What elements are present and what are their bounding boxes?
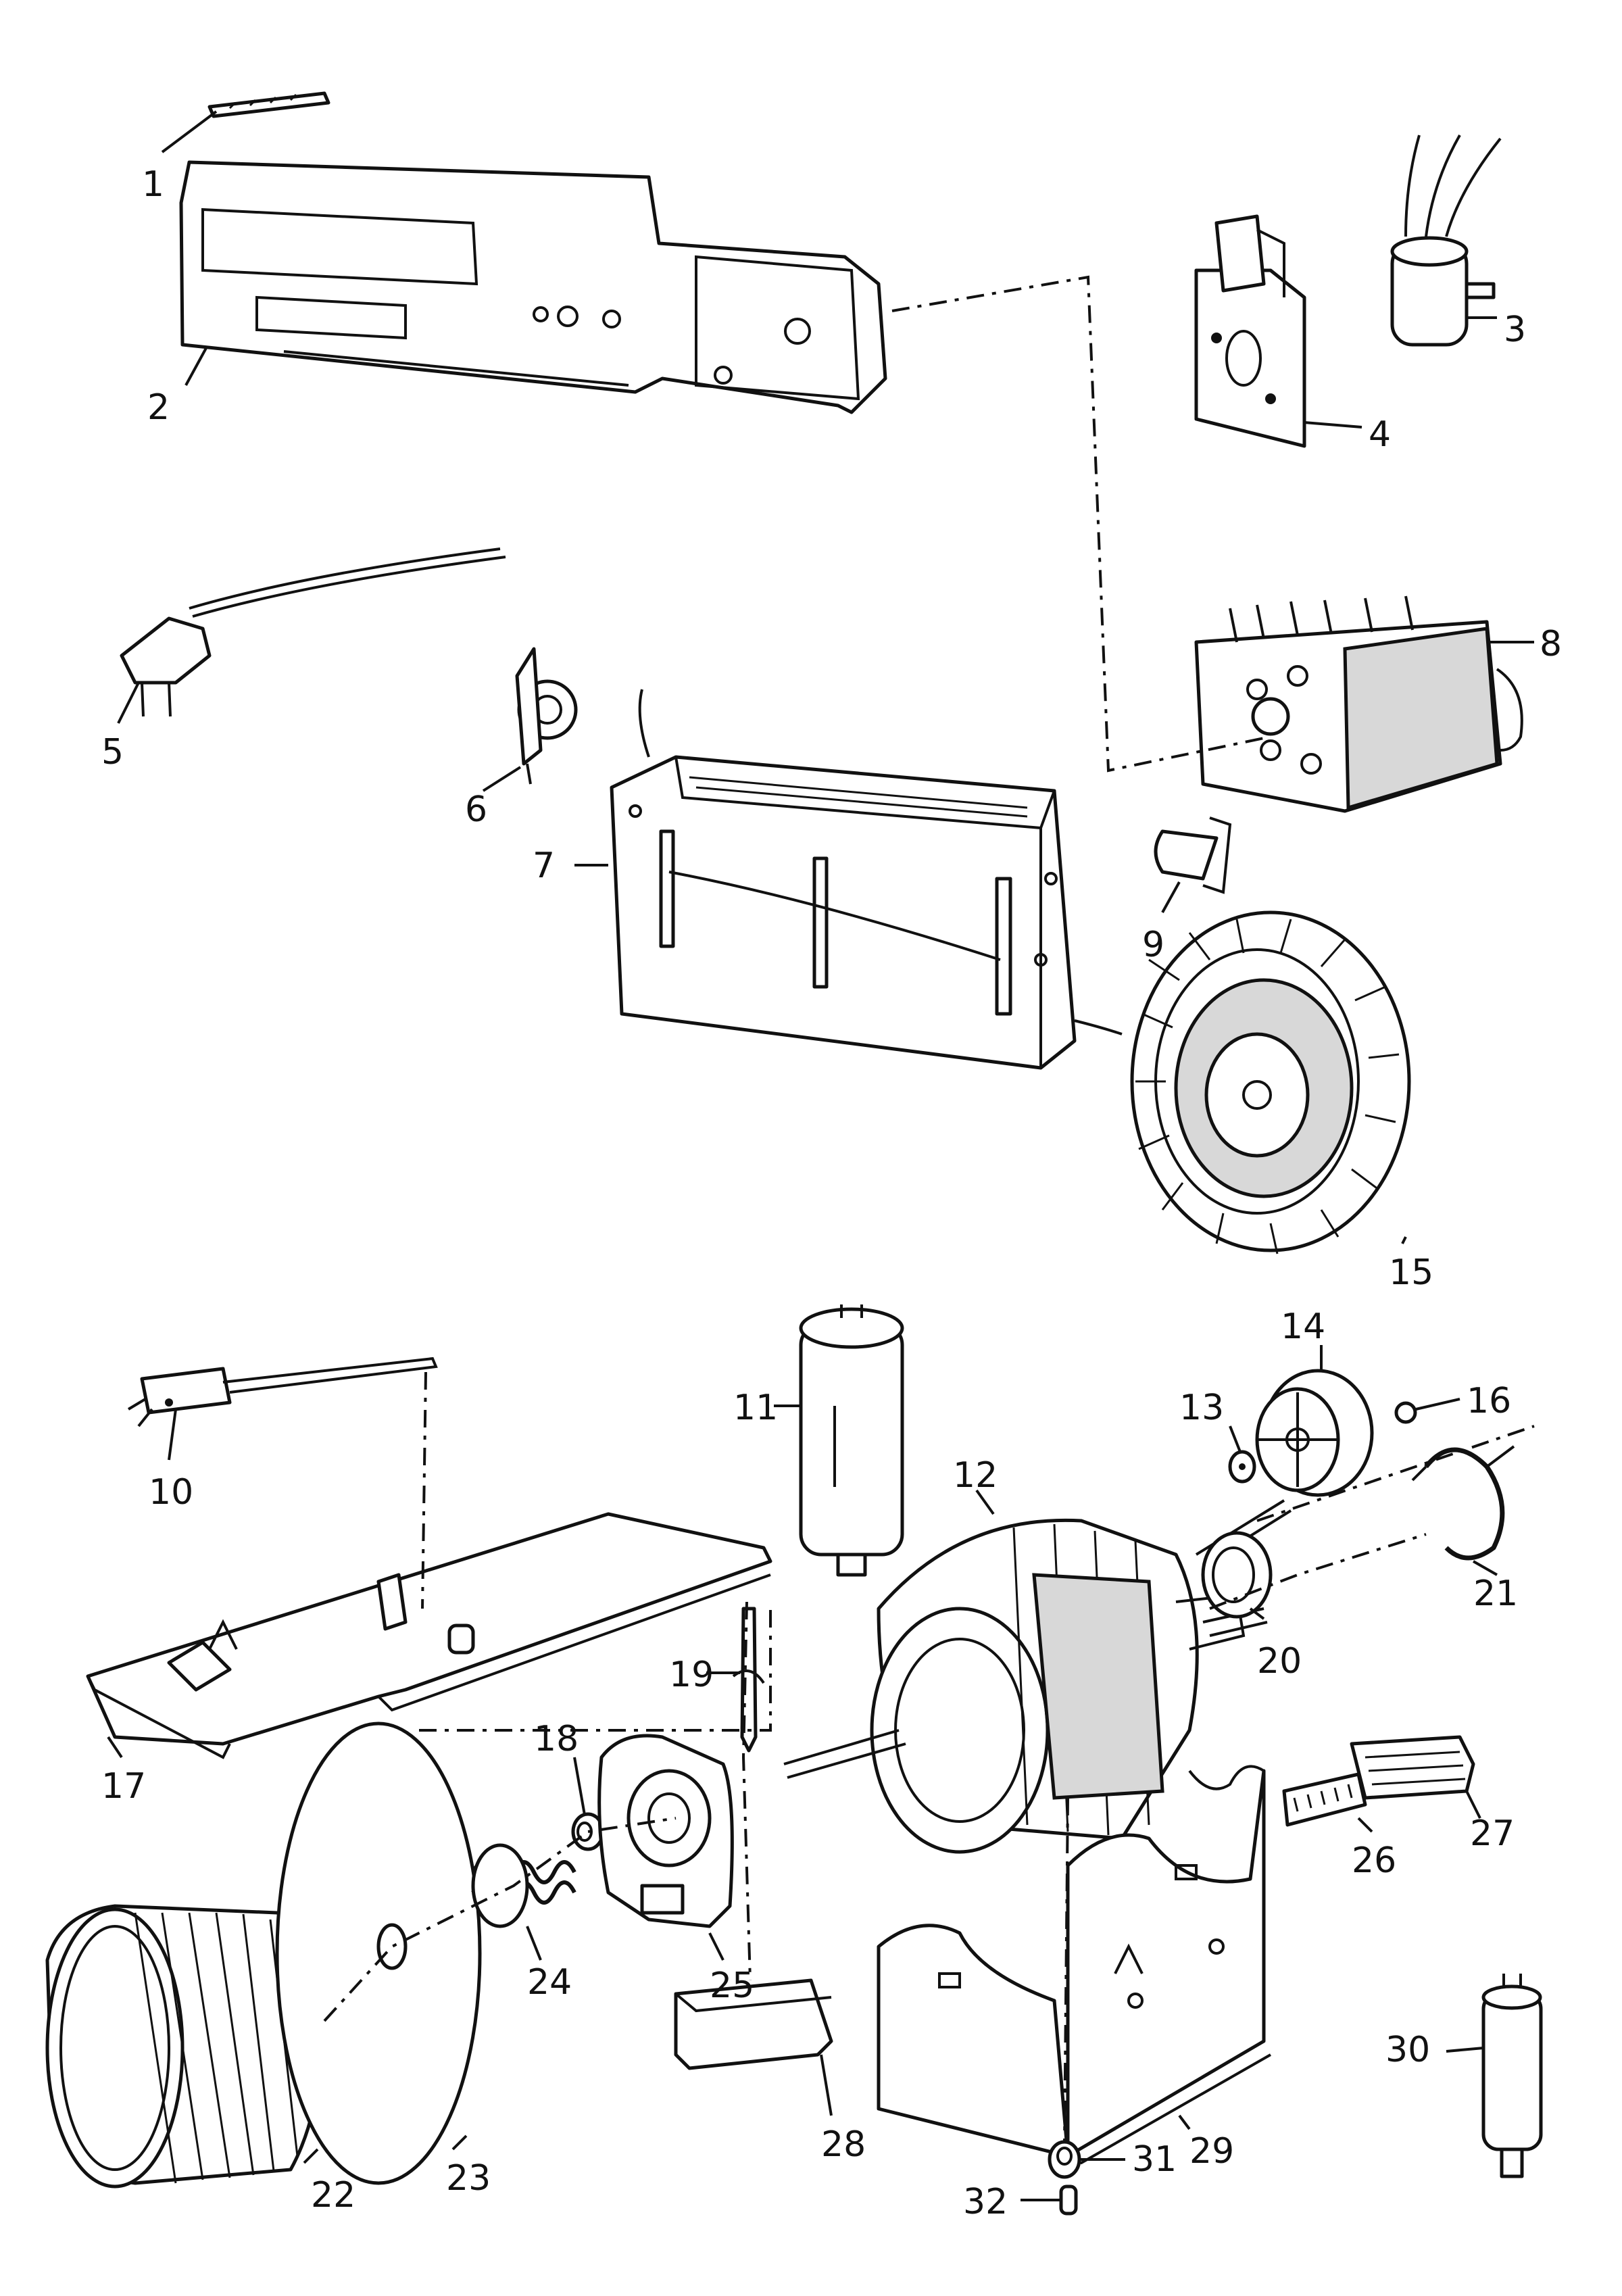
- label-25: 25: [710, 1965, 754, 2006]
- part-7-heater-box: [610, 689, 1123, 1070]
- label-14: 14: [1281, 1306, 1325, 1347]
- part-9-clip: [1154, 816, 1232, 894]
- part-26-terminal-block: [1282, 1772, 1367, 1827]
- label-10: 10: [149, 1472, 193, 1513]
- label-13: 13: [1179, 1388, 1224, 1428]
- label-21: 21: [1473, 1573, 1518, 1614]
- label-29: 29: [1189, 2131, 1234, 2172]
- part-6-thermostat: [515, 647, 578, 785]
- label-9: 9: [1142, 925, 1164, 965]
- label-23: 23: [446, 2158, 491, 2199]
- part-20-seal: [1201, 1531, 1273, 1619]
- label-12: 12: [953, 1455, 998, 1496]
- assembly-lines: [323, 275, 1535, 2143]
- part-31-grommet: [1048, 2140, 1081, 2179]
- label-20: 20: [1257, 1641, 1302, 1682]
- label-17: 17: [101, 1766, 146, 1807]
- part-22-blower-drum: [45, 1904, 326, 2189]
- part-24-spring: [471, 1843, 576, 1928]
- part-labels: 1 2 3 4 5 6 7 8 9 10 11 12 13 14 15 16 1…: [101, 164, 1562, 2222]
- part-25-bearing-bracket: [597, 1734, 734, 1928]
- label-16: 16: [1467, 1381, 1511, 1421]
- part-11-capacitor: [799, 1304, 904, 1577]
- part-13-washer: [1228, 1450, 1256, 1484]
- part-15-blower-wheel: [1130, 910, 1411, 1254]
- label-19: 19: [669, 1655, 714, 1695]
- label-11: 11: [733, 1388, 778, 1428]
- label-1: 1: [142, 164, 164, 205]
- part-29-motor-cradle: [877, 1765, 1271, 2165]
- part-1-strip: [207, 91, 330, 118]
- part-10-microswitch: [127, 1357, 438, 1427]
- label-22: 22: [311, 2175, 355, 2216]
- part-30-run-capacitor: [1481, 1974, 1543, 2178]
- part-8-timer: [1194, 595, 1523, 813]
- part-28-block-foot: [674, 1978, 833, 2070]
- part-23-fan-disc: [275, 1721, 482, 2185]
- label-27: 27: [1470, 1813, 1515, 1854]
- part-16-nut: [1394, 1401, 1417, 1424]
- label-8: 8: [1540, 624, 1562, 664]
- part-27-terminal-block: [1350, 1735, 1475, 1800]
- part-32-pin: [1059, 2184, 1078, 2216]
- label-31: 31: [1132, 2139, 1177, 2180]
- label-28: 28: [821, 2124, 866, 2165]
- label-2: 2: [147, 387, 170, 428]
- label-6: 6: [465, 789, 487, 830]
- part-14-pulley: [1255, 1369, 1374, 1497]
- label-18: 18: [534, 1719, 579, 1759]
- part-4-switch-plate: [1194, 214, 1306, 448]
- label-3: 3: [1504, 310, 1526, 350]
- leader-lines: [107, 110, 1534, 2201]
- part-5-power-plug: [120, 547, 506, 717]
- part-2-control-bracket: [179, 160, 887, 414]
- label-32: 32: [963, 2182, 1008, 2222]
- part-3-suppressor: [1390, 135, 1502, 347]
- part-12-motor: [783, 1499, 1292, 1854]
- label-4: 4: [1369, 414, 1391, 455]
- label-7: 7: [533, 846, 555, 886]
- label-24: 24: [527, 1962, 572, 2003]
- label-30: 30: [1385, 2030, 1430, 2070]
- part-21-spring-clip: [1411, 1445, 1515, 1561]
- label-15: 15: [1389, 1252, 1433, 1293]
- label-5: 5: [101, 732, 124, 773]
- label-26: 26: [1352, 1840, 1396, 1881]
- part-17-base-plate: [86, 1512, 772, 1759]
